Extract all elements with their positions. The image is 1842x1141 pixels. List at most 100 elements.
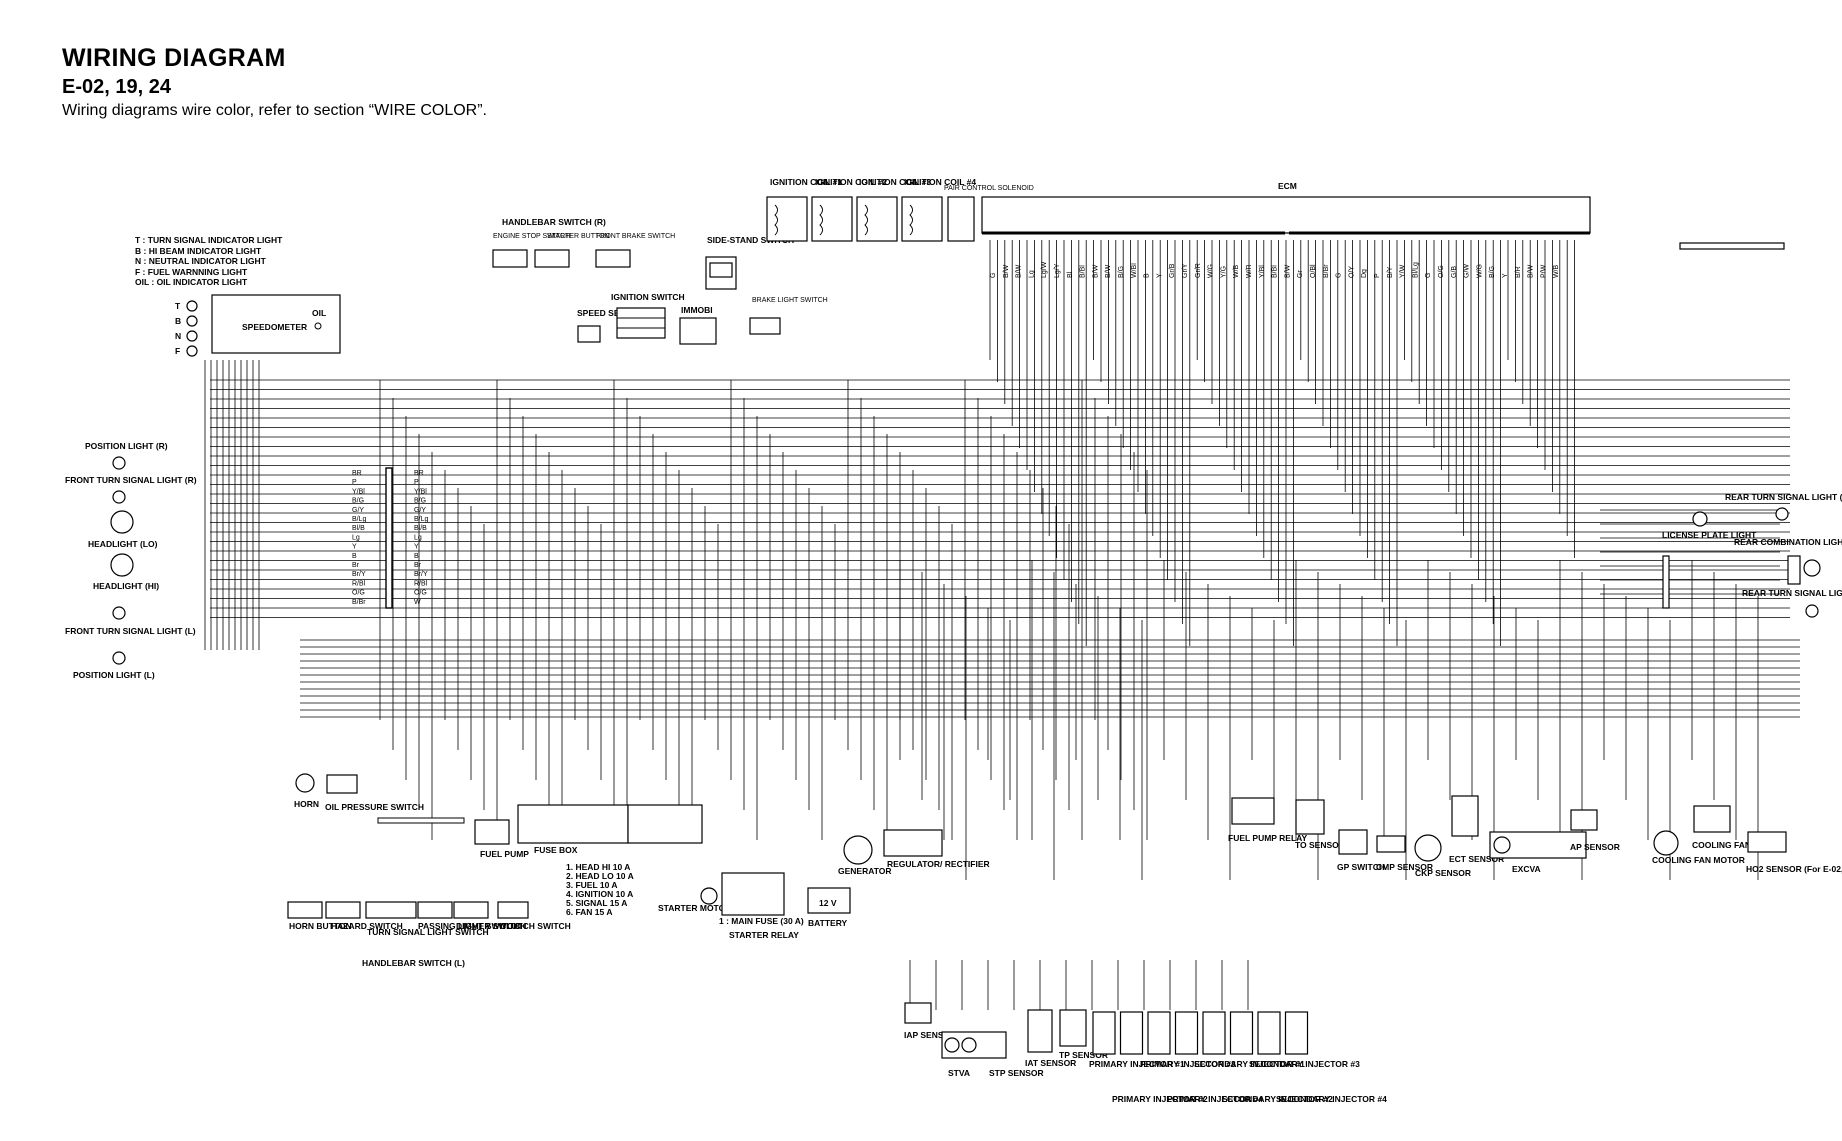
to-sensor-label: TO SENSOR: [1295, 840, 1345, 850]
headlight-hi-label: HEADLIGHT (HI): [93, 581, 159, 591]
ecm-pin-label: G: [990, 273, 997, 278]
ecm-pin-label: Y/G: [1220, 266, 1227, 278]
harness-wire-label: B/Br: [352, 599, 366, 606]
ecm-pin-label: W/G: [1208, 264, 1215, 278]
harness-wire-label: B/Lg: [352, 516, 367, 523]
excva-label: EXCVA: [1512, 864, 1541, 874]
harness-wire-label: W: [414, 599, 421, 606]
pi3-label: PRIMARY INJECTOR #3: [1140, 1059, 1236, 1069]
ecm-pin-label: Bl: [1067, 271, 1074, 278]
injector-body: [1202, 1011, 1226, 1055]
ecm-pin-label: Lg: [1028, 270, 1035, 278]
battery-label: BATTERY: [808, 918, 848, 928]
oil-label: OIL: [312, 308, 326, 318]
ect-label: ECT SENSOR: [1449, 854, 1504, 864]
ecm-pin-label: W/Bl: [1131, 263, 1138, 278]
engine-sensors: FUEL PUMP RELAY TO SENSOR GP SWITCH CMP …: [1228, 795, 1842, 878]
si1-label: SECONDARY INJECTOR #1: [1194, 1059, 1305, 1069]
ho2-label: HO2 SENSOR (For E-02, 19): [1746, 864, 1842, 874]
bulb-icon: [112, 606, 126, 620]
starter-relay-label: STARTER RELAY: [729, 930, 799, 940]
harness-wire-label: Y/Bl: [352, 488, 365, 495]
harness-wire-label: BR: [414, 470, 424, 477]
starter-motor-label: STARTER MOTOR: [658, 903, 731, 913]
si2-label: SECONDARY INJECTOR #2: [1222, 1094, 1333, 1104]
ecm-pin-label: P/W: [1540, 264, 1547, 278]
ignition-switch: IGNITION SWITCH: [611, 292, 685, 339]
stp-label: STP SENSOR: [989, 1068, 1044, 1078]
battery-voltage: 12 V: [819, 898, 837, 908]
injector-body: [1229, 1011, 1254, 1055]
ecm-pin-label: O/Y: [1348, 266, 1355, 278]
gp-label: GP SWITCH: [1337, 862, 1385, 872]
ecm-pin-label: W/G: [1476, 264, 1483, 278]
ecm-pin-label: Lg/Y: [1054, 263, 1061, 278]
harness-wire-label: B: [352, 553, 357, 560]
harness-wire-label: Br/Y: [414, 571, 428, 578]
ecm-pin-label: B/W: [1016, 264, 1023, 278]
legend-line: T : TURN SIGNAL INDICATOR LIGHT: [135, 235, 283, 245]
legend-line: N : NEUTRAL INDICATOR LIGHT: [135, 256, 267, 266]
ecm-pin-label: B/Y: [1387, 266, 1394, 278]
harness-wire-label: P: [414, 479, 419, 486]
wire-color-note: Wiring diagrams wire color, refer to sec…: [62, 102, 487, 119]
legend-line: B : HI BEAM INDICATOR LIGHT: [135, 246, 262, 256]
fuel-pump-label: FUEL PUMP: [480, 849, 529, 859]
ecm-pin-label: P: [1374, 273, 1381, 278]
headlight-icon: [110, 553, 134, 577]
immobi-label: IMMOBI: [681, 305, 713, 315]
horn-icon: [295, 773, 315, 793]
harness-wire-label: P: [352, 479, 357, 486]
ecm-pin-label: W/R: [1246, 264, 1253, 278]
fan-relay-label: COOLING FAN RELAY: [1692, 840, 1782, 850]
pi1-label: PRIMARY INJECTOR #1: [1089, 1059, 1185, 1069]
speed-sensor-label: SPEED SENSOR: [577, 308, 644, 318]
pi4-label: PRIMARY INJECTOR #4: [1167, 1094, 1263, 1104]
ecm-aux-connectors: [1679, 242, 1785, 250]
ecm-pin-label: G: [1425, 273, 1432, 278]
harness-wire-label: Lg: [352, 534, 360, 541]
fuse-item: 4. IGNITION 10 A: [566, 889, 633, 899]
headlight-lo-label: HEADLIGHT (LO): [88, 539, 158, 549]
iap-label: IAP SENSOR: [904, 1030, 956, 1040]
harness-wire-label: G/Y: [414, 507, 426, 514]
stva-label: STVA: [948, 1068, 970, 1078]
pair-label: PAIR CONTROL SOLENOID: [944, 185, 1034, 192]
ecm-pin-label: G/W: [1464, 264, 1471, 278]
page-title: WIRING DIAGRAM: [62, 44, 286, 72]
coil4-label: IGNITION COIL #4: [904, 177, 976, 187]
ecm-pin-label: B/W: [1105, 264, 1112, 278]
harness-wire-label: Y/Bl: [414, 488, 427, 495]
injector-body: [1284, 1011, 1309, 1055]
ecm-pin-label: Gr/Y: [1182, 263, 1189, 278]
ecm-pin-label: G/B: [1451, 266, 1458, 278]
ecm-pin-label: B/W: [1092, 264, 1099, 278]
harness-wire-label: Y: [352, 544, 357, 551]
harness-wire-label: Bl/B: [352, 525, 365, 532]
bulb-icon: [112, 456, 126, 470]
ap-label: AP SENSOR: [1570, 842, 1620, 852]
ignition-coils: IGNITION COIL #1 IGNITION COIL #2 IGNITI…: [766, 177, 1034, 242]
coil3-label: IGNITION COIL #3: [859, 177, 931, 187]
main-harness-connector: BRPY/BlB/GG/YB/LgBl/BLgYBBrBr/YR/BlO/GB/…: [352, 467, 429, 609]
injector-body: [1092, 1011, 1116, 1055]
ecm-pin-label: O/Bl: [1310, 264, 1317, 278]
ecm-pin-label: Gr: [1297, 270, 1304, 278]
harness-wire-label: O/G: [352, 590, 365, 597]
engine-stop-label: ENGINE STOP SWITCH: [493, 233, 570, 240]
fuse-item: 6. FAN 15 A: [566, 907, 612, 917]
front-brake-label: FRONT BRAKE SWITCH: [596, 233, 675, 240]
fuel-sensors: IAP SENSOR STVA STP SENSOR IAT SENSOR TP…: [904, 1002, 1387, 1104]
starter-circuit: STARTER MOTOR 1 : MAIN FUSE (30 A) START…: [658, 872, 851, 940]
harness-wire-label: Br: [414, 562, 422, 569]
harness-wire-label: O/G: [414, 590, 427, 597]
fan-motor-label: COOLING FAN MOTOR: [1652, 855, 1745, 865]
brake-light-switch: BRAKE LIGHT SWITCH: [749, 297, 828, 335]
speed-sensor: SPEED SENSOR: [577, 308, 644, 343]
fuse-item: 3. FUEL 10 A: [566, 880, 618, 890]
harness-wire-label: B/G: [414, 498, 426, 505]
coil2-label: IGNITION COIL #2: [815, 177, 887, 187]
position-light-l-label: POSITION LIGHT (L): [73, 670, 155, 680]
main-fuse-label: 1 : MAIN FUSE (30 A): [719, 916, 804, 926]
